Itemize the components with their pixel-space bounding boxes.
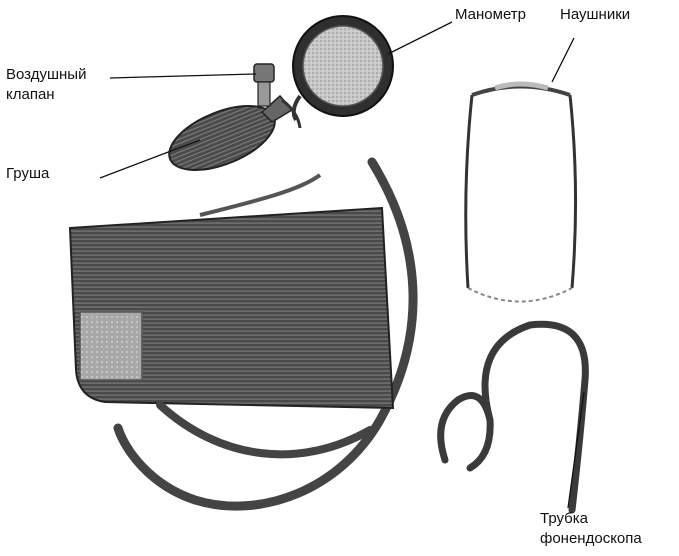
leader-headphones <box>552 38 574 82</box>
label-headphones: Наушники <box>560 6 630 24</box>
label-tube-line2: фонендоскопа <box>540 530 642 548</box>
cuff <box>70 208 393 408</box>
label-air-valve-line1: Воздушный <box>6 66 86 84</box>
label-bulb: Груша <box>6 165 49 183</box>
cuff-hose-bottom <box>160 405 370 454</box>
leader-air-valve <box>110 74 256 78</box>
stethoscope-tube <box>441 324 586 510</box>
label-manometer: Манометр <box>455 6 526 24</box>
velcro-patch <box>80 312 142 380</box>
manometer <box>293 16 393 120</box>
bulb <box>160 93 292 183</box>
label-tube-line1: Трубка <box>540 510 588 528</box>
stethoscope-headphones <box>466 84 576 302</box>
leader-manometer <box>388 22 452 54</box>
cuff-hose-short <box>200 175 320 215</box>
label-air-valve-line2: клапан <box>6 86 55 104</box>
